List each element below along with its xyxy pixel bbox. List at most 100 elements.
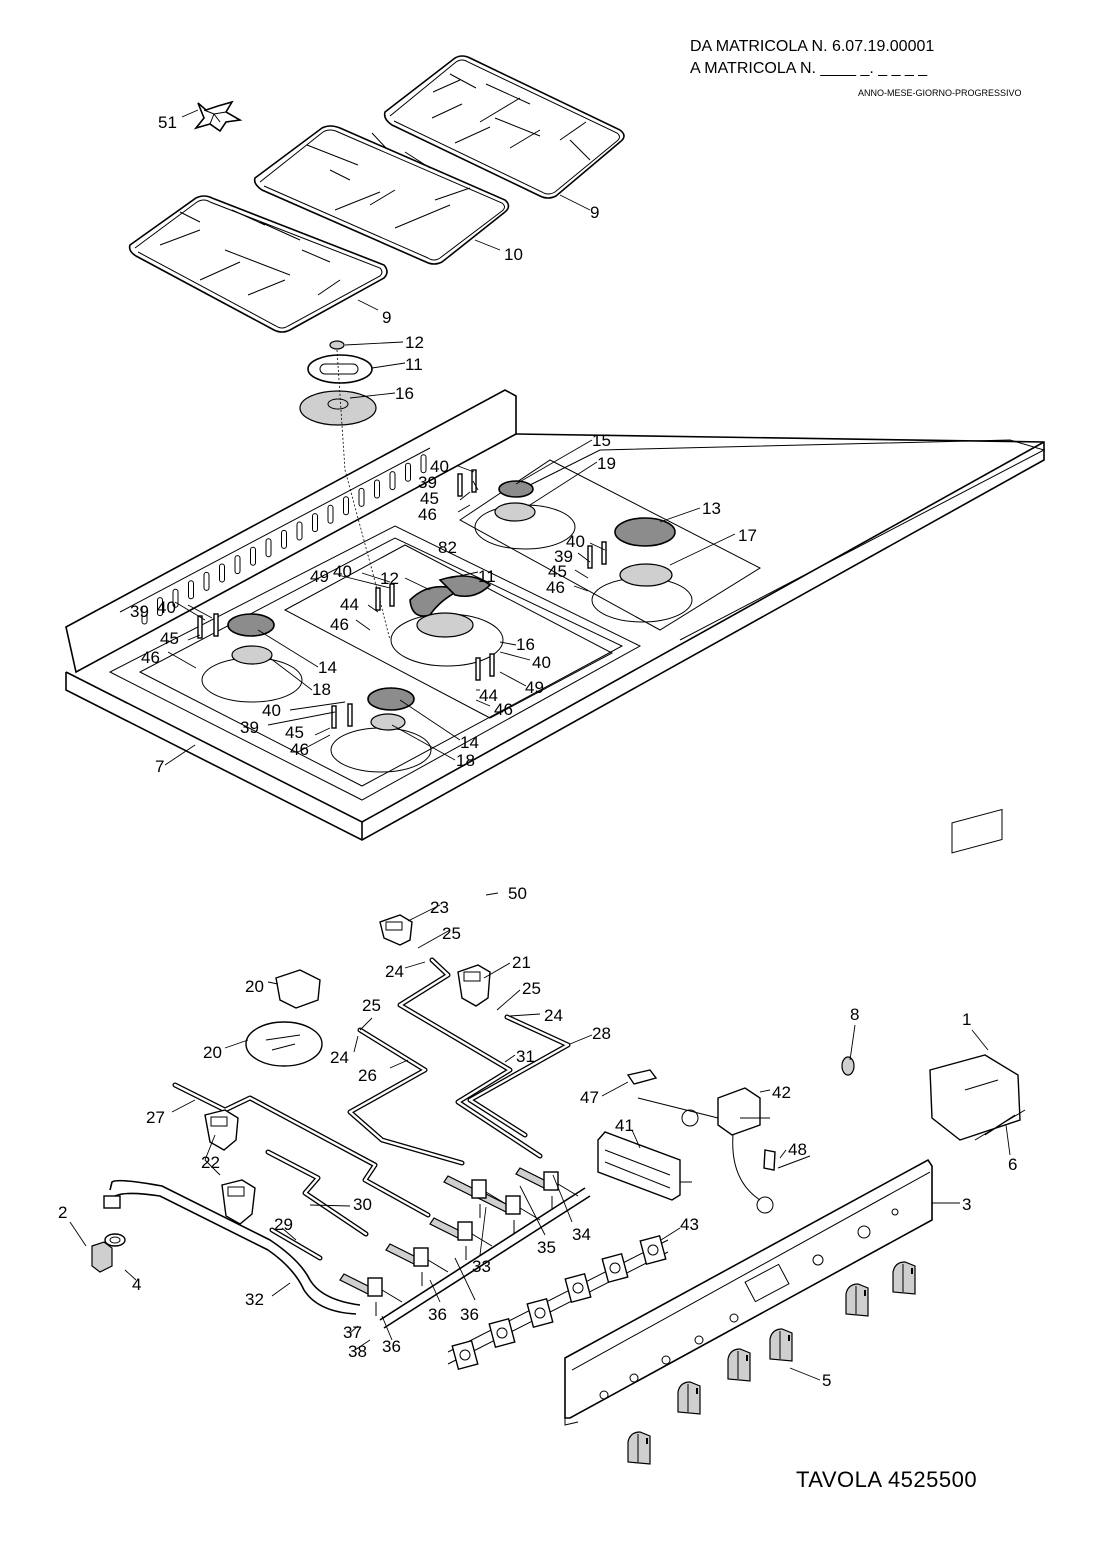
callout-injector-center: 25	[362, 996, 381, 1015]
callout-wok-ring-reducer: 51	[158, 113, 177, 132]
gas-tap	[477, 1191, 541, 1234]
callout-thermocouple-rear: 39	[418, 473, 437, 492]
callout-gas-pipe-28: 28	[592, 1024, 611, 1043]
gas-tap	[515, 1167, 579, 1210]
callout-burner-crown-left: 18	[312, 680, 331, 699]
callout-burner-cap-small-exploded: 12	[405, 333, 424, 352]
gas-taps	[339, 1167, 579, 1316]
control-knob[interactable]	[727, 1348, 751, 1382]
callout-thermocouple-nut-left: 40	[157, 598, 176, 617]
callout-nut-right: 24	[544, 1006, 563, 1025]
callout-pan-support-grid-right: 9	[590, 203, 599, 222]
burner-pin	[457, 473, 463, 497]
callout-burner-cap-center: 12	[380, 569, 399, 588]
vent-slot	[157, 597, 163, 617]
callout-burner-rear-center: 82	[438, 538, 457, 557]
burner-pin	[389, 583, 395, 607]
callout-burner-cap-rear-center: 15	[592, 431, 611, 450]
ignition-switch	[488, 1317, 516, 1349]
ignition-switches	[447, 1234, 669, 1371]
callout-burner-cap-front: 14	[460, 733, 479, 752]
knob-hole	[629, 1373, 639, 1383]
ignition-switch	[564, 1272, 592, 1304]
callout-control-panel: 3	[962, 1195, 971, 1214]
callout-burner-cap-left: 14	[318, 658, 337, 677]
wok-reducer-drawing	[193, 100, 243, 133]
burner-pin	[213, 613, 219, 637]
callout-thermostat: 42	[772, 1083, 791, 1102]
callout-injector-rear: 25	[442, 924, 461, 943]
exploded-burner-parts	[299, 340, 391, 641]
callout-bulb-clip: 47	[580, 1088, 599, 1107]
vent-slot	[281, 529, 287, 549]
knob-hole	[599, 1390, 609, 1400]
serial-from: DA MATRICOLA N. 6.07.19.00001	[690, 38, 935, 55]
plate-title: TAVOLA 4525500	[796, 1467, 978, 1492]
vent-slot	[389, 471, 396, 491]
control-knobs	[627, 1261, 916, 1465]
callout-thermocouple-left: 39	[130, 602, 149, 621]
vent-slot	[374, 479, 380, 499]
callout-clamp-screw: 38	[348, 1342, 367, 1361]
callout-spark-plug-center-front: 44	[479, 686, 498, 705]
callout-thermocouple-right: 39	[554, 547, 573, 566]
callout-thermocouple-nut-center-front: 40	[532, 653, 551, 672]
callout-pan-support-grid-center: 10	[504, 245, 523, 264]
burner-pin	[587, 545, 593, 569]
callout-clip-right: 46	[546, 578, 565, 597]
callout-labels: 5191091211161519403945468213174039454649…	[58, 113, 1017, 1390]
callout-timer-screws: 6	[1008, 1155, 1017, 1174]
callout-selector-switch: 41	[615, 1116, 634, 1135]
callout-indicator-lamp: 8	[850, 1005, 859, 1024]
ignition-switch	[451, 1339, 479, 1371]
callout-gas-tap-36c: 36	[382, 1337, 401, 1356]
control-knob[interactable]	[677, 1381, 701, 1415]
callout-thermocouple-center-front: 49	[525, 678, 544, 697]
burner-pin	[375, 587, 381, 611]
callout-clip-center-front: 46	[494, 700, 513, 719]
control-knob[interactable]	[892, 1261, 916, 1295]
vent-slot	[172, 588, 179, 608]
callout-triple-burner-base: 20	[203, 1043, 222, 1062]
callout-probe-holder: 48	[788, 1140, 807, 1159]
vent-slot	[343, 496, 349, 516]
vent-slot	[420, 454, 427, 474]
callout-thermocouple-nut-front: 40	[262, 701, 281, 720]
callout-triple-ring-burner-crown-exploded: 16	[395, 384, 414, 403]
callout-burner-ring-center: 11	[478, 567, 496, 586]
callout-clip-rear: 46	[418, 505, 437, 524]
callout-gas-tap-35: 35	[537, 1238, 556, 1257]
callout-burner-cups-front: 22	[201, 1153, 220, 1172]
callout-injector-right: 25	[522, 979, 541, 998]
control-knob[interactable]	[769, 1328, 793, 1362]
knob-hole	[729, 1313, 739, 1323]
callout-nut-center: 24	[330, 1048, 349, 1067]
callout-triple-burner-cup-top: 20	[245, 977, 264, 996]
callout-thermocouple-nut-rear: 40	[430, 457, 449, 476]
callout-manifold-clamp: 37	[343, 1323, 362, 1342]
callout-spark-plug-left: 45	[160, 629, 179, 648]
burner-pin	[331, 705, 337, 729]
vent-slot	[219, 563, 225, 583]
vent-slot	[312, 513, 318, 533]
callout-digital-timer: 1	[962, 1010, 971, 1029]
control-knob[interactable]	[845, 1283, 869, 1317]
gas-pipes	[103, 957, 591, 1329]
serial-to: A MATRICOLA N. ____ _. _ _ _ _	[690, 60, 928, 77]
pan-support-grids	[128, 55, 625, 333]
callout-gas-pipe-30: 30	[353, 1195, 372, 1214]
vent-slot	[296, 521, 303, 541]
callout-gas-pipe-27: 27	[146, 1108, 165, 1127]
gas-tap	[339, 1273, 403, 1316]
callout-clip-center: 46	[330, 615, 349, 634]
callout-screw: 50	[508, 884, 527, 903]
callout-burner-crown-rear-center: 19	[597, 454, 616, 473]
gas-tap	[443, 1175, 507, 1218]
callout-nut-rear: 24	[385, 962, 404, 981]
callout-thermocouple-nut-center: 40	[333, 562, 352, 581]
control-knob[interactable]	[627, 1431, 651, 1465]
ignition-switch	[639, 1234, 667, 1266]
callout-burner-ring-cover-exploded: 11	[405, 355, 423, 374]
vent-slot	[188, 580, 194, 600]
